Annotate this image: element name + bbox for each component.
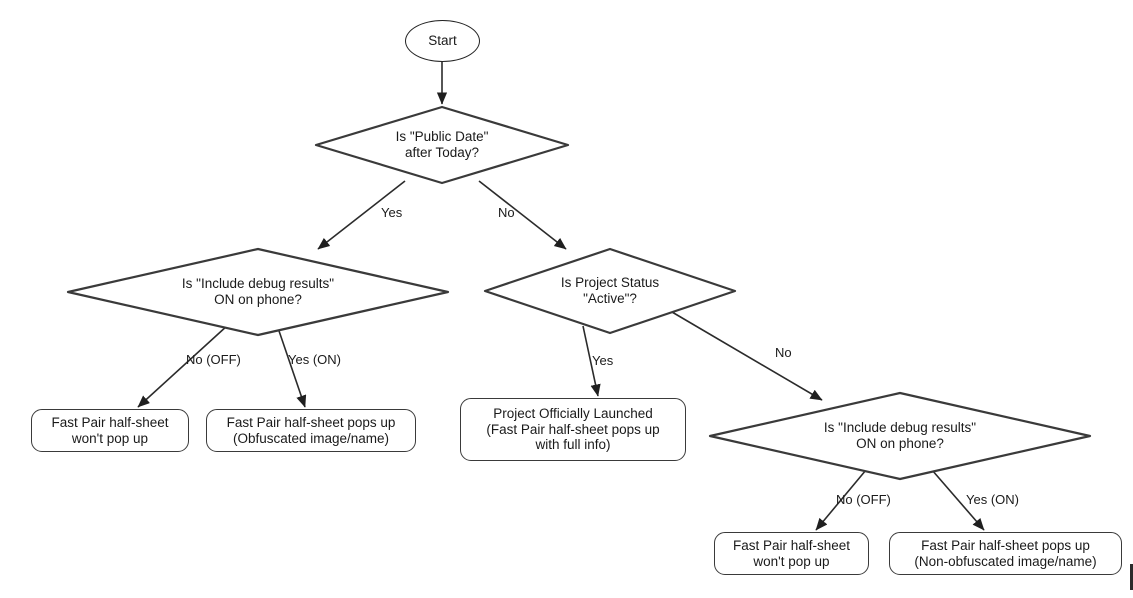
node-start[interactable]: Start [405,20,480,62]
node-start-label: Start [428,33,457,49]
node-decision-public-date[interactable]: Is "Public Date" after Today? [314,105,570,185]
page-edge-mark [1130,564,1133,590]
connector-public-date-no [478,180,567,250]
edge-label-debug-left-off: No (OFF) [186,352,241,367]
node-result-right-off[interactable]: Fast Pair half-sheet won't pop up [714,532,869,575]
edge-label-project-status-yes: Yes [592,353,614,368]
node-result-launched-label: Project Officially Launched (Fast Pair h… [486,405,660,453]
node-decision-project-status[interactable]: Is Project Status "Active"? [483,247,737,335]
node-decision-debug-right[interactable]: Is "Include debug results" ON on phone? [708,391,1092,481]
connector-public-date-yes [317,180,406,250]
node-result-left-on-label: Fast Pair half-sheet pops up (Obfuscated… [226,414,396,446]
node-result-left-on[interactable]: Fast Pair half-sheet pops up (Obfuscated… [206,409,416,452]
node-result-left-off-label: Fast Pair half-sheet won't pop up [51,414,169,446]
node-result-right-on[interactable]: Fast Pair half-sheet pops up (Non-obfusc… [889,532,1122,575]
diamond-shape-project-status [483,247,737,335]
node-result-left-off[interactable]: Fast Pair half-sheet won't pop up [31,409,189,452]
edge-label-debug-left-on: Yes (ON) [288,352,341,367]
edge-label-debug-right-off: No (OFF) [836,492,891,507]
connector-debug-right-off [815,469,867,531]
edge-label-public-date-no: No [498,205,515,220]
diamond-shape-debug-left [66,247,450,337]
node-result-launched[interactable]: Project Officially Launched (Fast Pair h… [460,398,686,461]
diamond-shape-public-date [314,105,570,185]
diamond-shape-debug-right [708,391,1092,481]
connector-debug-left-off [137,324,229,408]
node-decision-debug-left[interactable]: Is "Include debug results" ON on phone? [66,247,450,337]
edge-label-public-date-yes: Yes [381,205,403,220]
connector-debug-right-on [931,469,985,531]
edge-label-project-status-no: No [775,345,792,360]
edge-label-debug-right-on: Yes (ON) [966,492,1019,507]
connector-debug-left-on [276,324,307,408]
connector-project-status-no [671,311,823,401]
node-result-right-off-label: Fast Pair half-sheet won't pop up [732,537,851,569]
node-result-right-on-label: Fast Pair half-sheet pops up (Non-obfusc… [914,537,1097,569]
connector-project-status-yes [582,325,601,397]
